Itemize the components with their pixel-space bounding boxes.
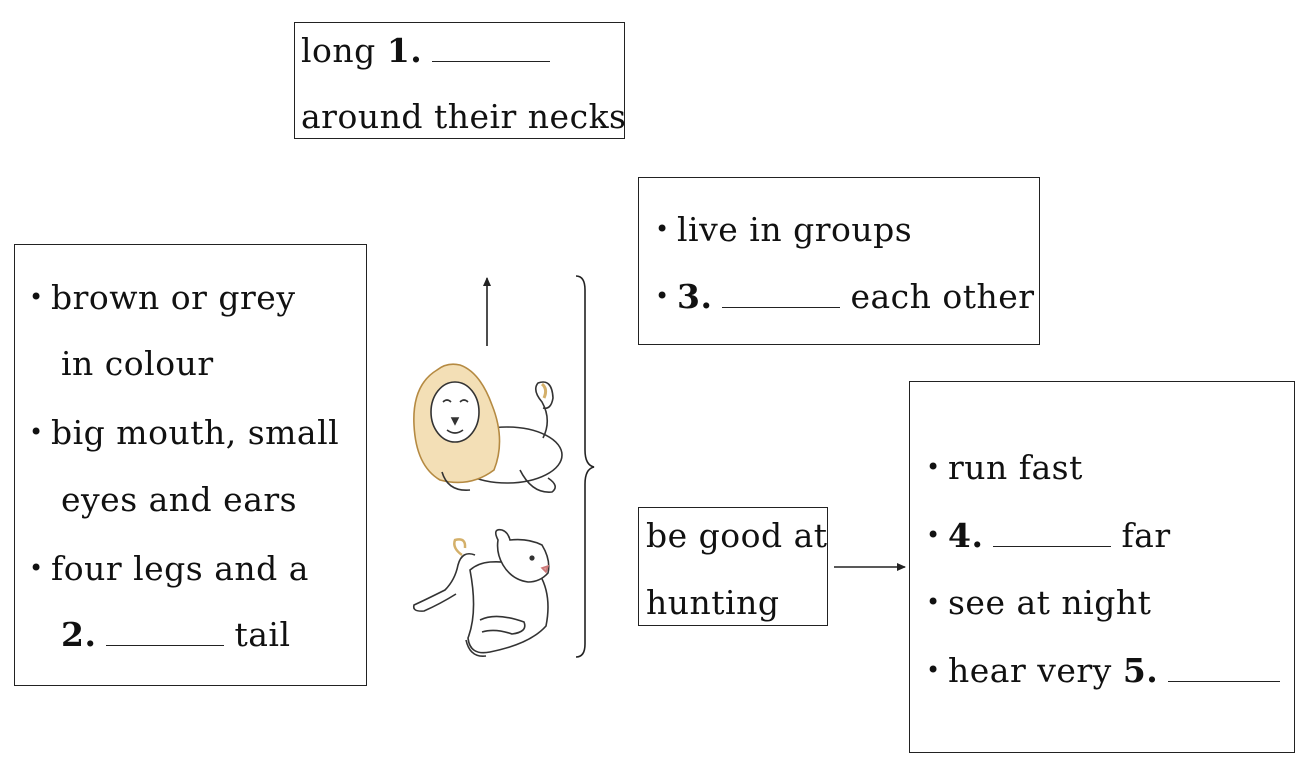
- male-lion-illustration: [414, 364, 562, 492]
- curly-brace: [576, 276, 594, 657]
- lioness-illustration: [414, 530, 549, 656]
